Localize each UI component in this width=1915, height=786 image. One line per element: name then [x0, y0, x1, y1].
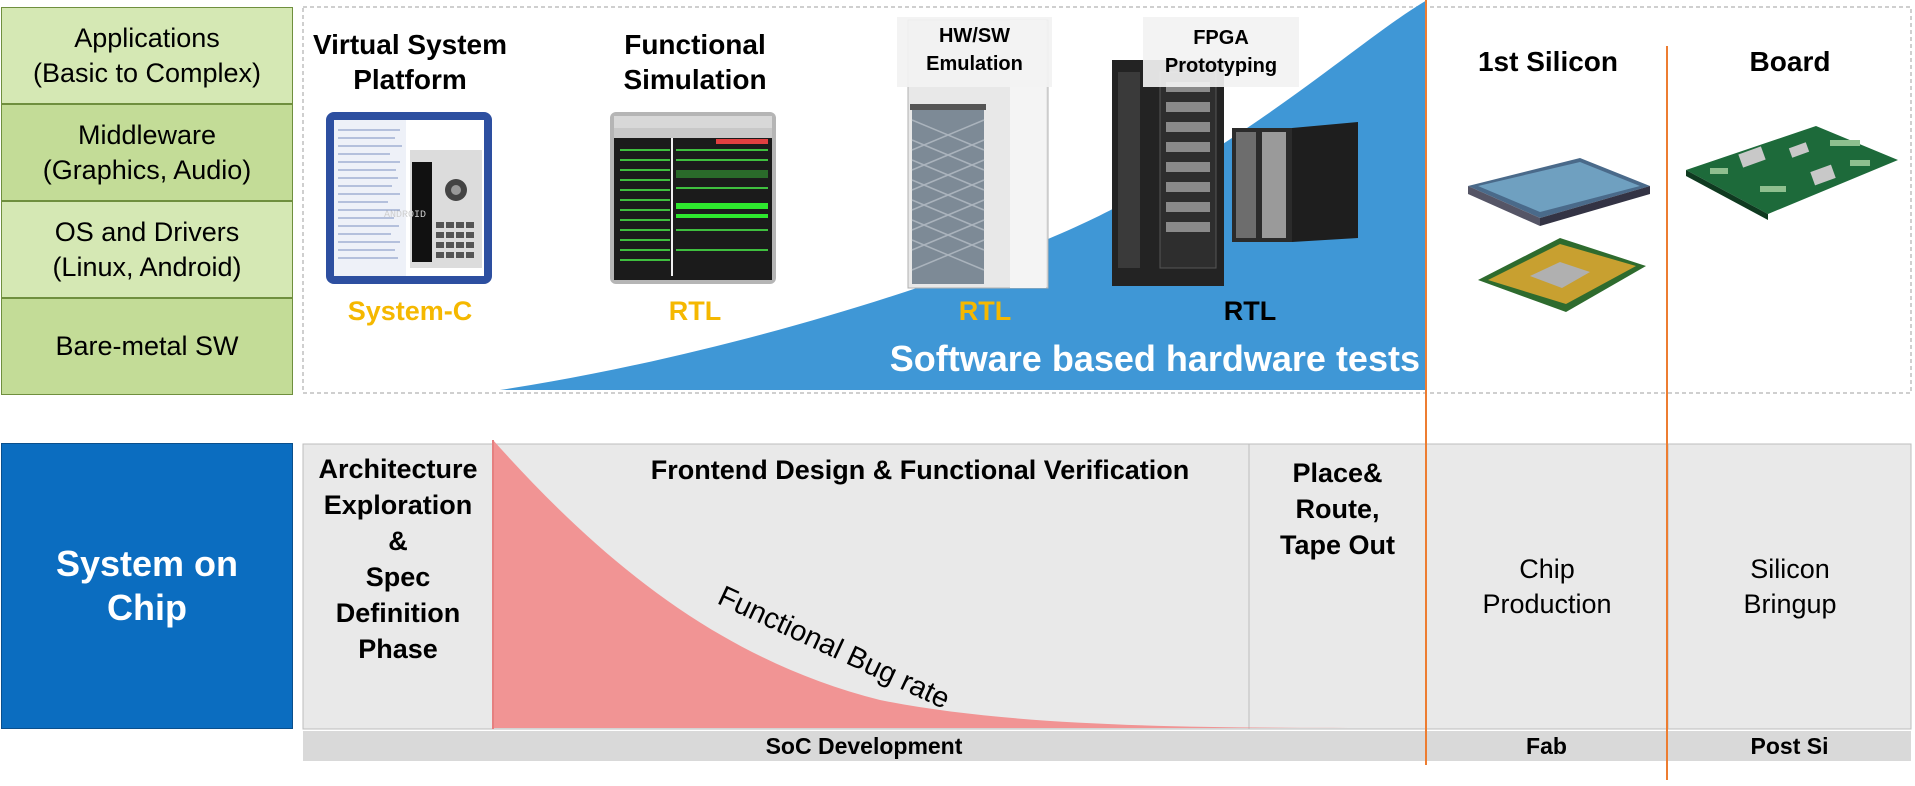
pr-line3: Tape Out: [1279, 530, 1395, 560]
footer-soc-development: SoC Development: [303, 731, 1425, 761]
phase-silicon-bringup: Silicon Bringup: [1669, 552, 1911, 622]
emulation-title-panel: [897, 17, 1052, 87]
stack-middleware: Middleware (Graphics, Audio): [1, 104, 293, 201]
footer-fab-label: Fab: [1526, 732, 1567, 759]
place-route-phase-bg: [1248, 443, 1427, 730]
stack-os-drivers: OS and Drivers (Linux, Android): [1, 201, 293, 298]
stack-os-line1: OS and Drivers: [54, 216, 240, 247]
arch-line6: Phase: [358, 634, 438, 664]
soc-label-line2: Chip: [107, 587, 187, 628]
footer-postsi-label: Post Si: [1750, 732, 1829, 759]
pr-line1: Place&: [1292, 458, 1383, 488]
stage-title-board: Board: [1670, 44, 1910, 79]
soc-label-line1: System on: [55, 543, 239, 584]
stack-bare-metal: Bare-metal SW: [1, 298, 293, 395]
phase-chip-production: Chip Production: [1427, 552, 1667, 622]
stack-applications: Applications (Basic to Complex): [1, 7, 293, 104]
stage1-line2: Platform: [353, 64, 467, 95]
label-rtl-fpga: RTL: [1223, 296, 1277, 326]
chip-line2: Production: [1482, 589, 1612, 619]
software-tests-wedge: [500, 0, 1427, 390]
arch-line4: Spec: [365, 562, 431, 592]
arch-line3: &: [388, 526, 408, 556]
screen-logo-text: ANDROID: [384, 210, 426, 221]
arch-line5: Definition: [335, 598, 461, 628]
phase-frontend: Frontend Design & Functional Verificatio…: [650, 455, 1190, 485]
stage4-line1: FPGA: [1193, 27, 1249, 49]
stage1-line1: Virtual System: [312, 29, 508, 60]
stage5-line1: 1st Silicon: [1477, 46, 1619, 77]
stack-applications-line1: Applications: [74, 22, 220, 53]
stack-middleware-line2: (Graphics, Audio): [42, 154, 252, 185]
chip-line1: Chip: [1519, 554, 1575, 584]
bug-rate-curve: [493, 440, 1420, 728]
bringup-line2: Bringup: [1743, 589, 1837, 619]
stage-title-fpga: FPGA Prototyping: [1143, 24, 1299, 80]
footer-fab: Fab: [1427, 731, 1666, 761]
architecture-phase-bg: [302, 443, 494, 730]
phase-architecture: Architecture Exploration & Spec Definiti…: [304, 451, 492, 667]
stage-title-first-silicon: 1st Silicon: [1430, 44, 1666, 79]
silicon-chip-image: [1468, 158, 1650, 312]
footer-post-si: Post Si: [1668, 731, 1911, 761]
board-image: [1686, 126, 1898, 220]
stack-middleware-line1: Middleware: [77, 119, 217, 150]
arch-line2: Exploration: [323, 490, 473, 520]
label-rtl-emulation: RTL: [958, 296, 1012, 326]
arch-line1: Architecture: [318, 454, 478, 484]
stage4-line2: Prototyping: [1164, 55, 1278, 77]
pr-line2: Route,: [1295, 494, 1380, 524]
stack-os-line2: (Linux, Android): [52, 251, 242, 282]
fpga-rack-image: [1112, 60, 1358, 286]
phase-place-route: Place& Route, Tape Out: [1250, 455, 1425, 563]
stack-applications-line2: (Basic to Complex): [32, 57, 262, 88]
chip-production-phase-bg: [1425, 443, 1669, 730]
waveform-image: [610, 112, 776, 284]
stack-bare-metal-label: Bare-metal SW: [55, 331, 239, 361]
stage2-line1: Functional: [624, 29, 766, 60]
top-panel-border: [302, 6, 1912, 394]
stage6-line1: Board: [1749, 46, 1831, 77]
footer-soc-label: SoC Development: [765, 732, 963, 759]
label-rtl-simulation: RTL: [668, 296, 722, 326]
software-tests-banner: Software based hardware tests: [889, 338, 1420, 379]
fpga-title-panel: [1143, 17, 1299, 87]
stage3-line1: HW/SW: [938, 25, 1011, 47]
stage3-line2: Emulation: [926, 53, 1023, 75]
virtual-platform-image: ANDROID: [326, 112, 492, 284]
bringup-line1: Silicon: [1750, 554, 1830, 584]
stage-title-emulation: HW/SW Emulation: [897, 22, 1052, 78]
stage2-line2: Simulation: [623, 64, 767, 95]
label-system-c: System-C: [347, 296, 473, 326]
